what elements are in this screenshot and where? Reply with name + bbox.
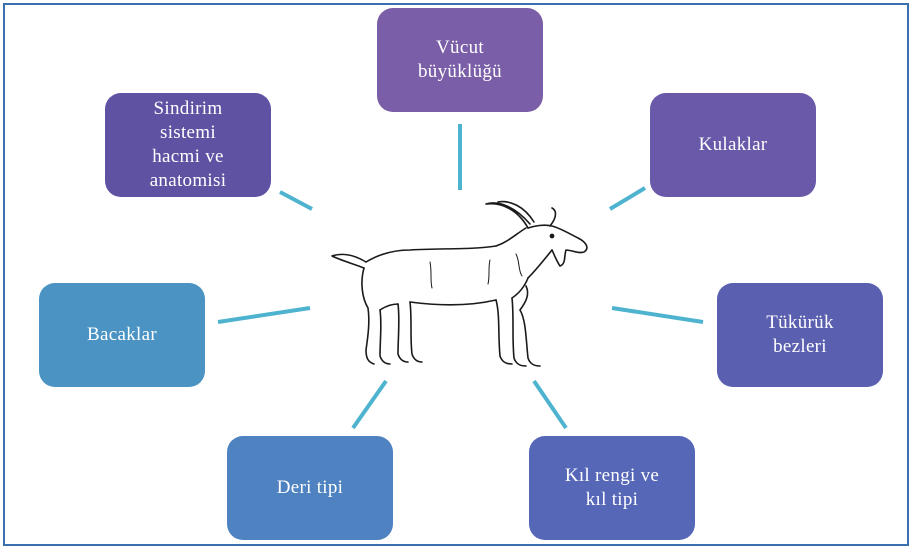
node-tukuruk-bezleri: Tükürük bezleri: [717, 283, 883, 387]
node-vucut-buyuklugu: Vücut büyüklüğü: [377, 8, 543, 112]
node-kil-label: Kıl rengi ve kıl tipi: [565, 464, 659, 512]
node-sindirim-label: Sindirim sistemi hacmi ve anatomisi: [150, 97, 227, 193]
connector-sindirim: [280, 192, 312, 209]
goat-drawing: [320, 190, 600, 380]
node-bacaklar: Bacaklar: [39, 283, 205, 387]
node-kulaklar: Kulaklar: [650, 93, 816, 197]
node-vucut-label: Vücut büyüklüğü: [418, 36, 502, 84]
connector-tukuruk: [612, 308, 703, 322]
node-kil-rengi: Kıl rengi ve kıl tipi: [529, 436, 695, 540]
connector-bacak: [218, 308, 310, 322]
connector-kil: [534, 381, 566, 428]
node-sindirim-sistemi: Sindirim sistemi hacmi ve anatomisi: [105, 93, 271, 197]
node-tukuruk-label: Tükürük bezleri: [766, 311, 834, 359]
node-kulak-label: Kulaklar: [699, 133, 768, 157]
node-deri-label: Deri tipi: [277, 476, 344, 500]
node-deri-tipi: Deri tipi: [227, 436, 393, 540]
node-bacak-label: Bacaklar: [87, 323, 157, 347]
connector-kulak: [610, 188, 645, 209]
connector-deri: [353, 381, 386, 428]
